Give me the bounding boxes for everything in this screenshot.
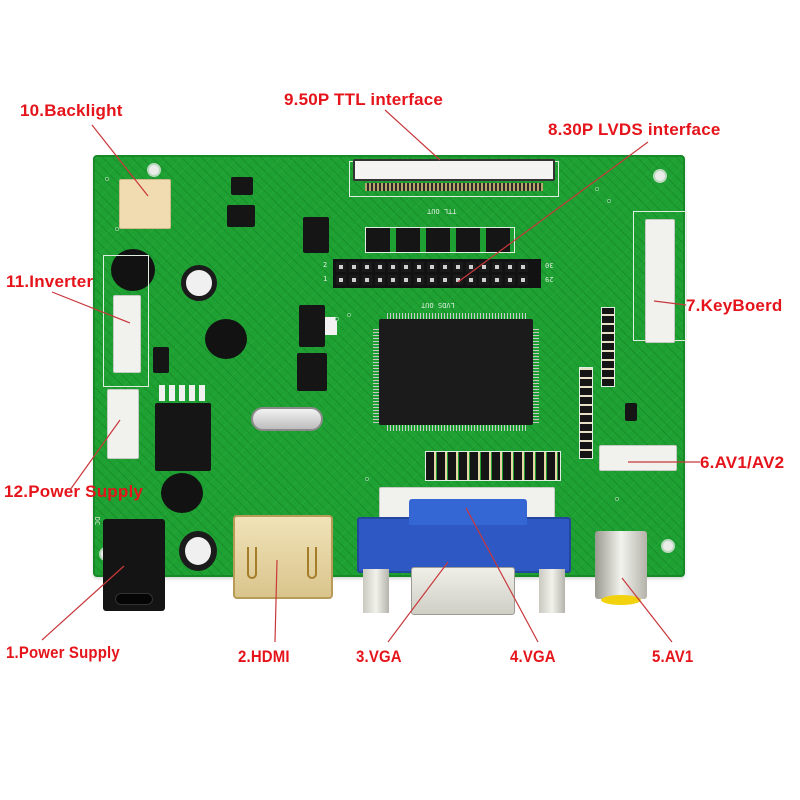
label-keyboard: 7.KeyBoerd [686,296,783,315]
via [335,317,339,321]
label-backlight: 10.Backlight [20,101,123,120]
silk-lvds-out: LVDS OUT [421,301,455,309]
main-scaler-ic [379,319,533,425]
label-av1: 5.AV1 [652,647,694,666]
silk-pin-2: 2 [323,261,328,269]
transistor-sot [625,403,637,421]
via [115,227,119,231]
ic-small-1 [227,205,255,227]
inductor-3 [161,473,203,513]
silk-pin-1: 1 [323,275,328,283]
regulator-pins [159,385,209,401]
electrolytic-capacitor-1 [181,265,217,301]
main-ic-pins-top [387,313,527,319]
hdmi-connector [233,515,333,599]
label-hdmi: 2.HDMI [238,647,290,666]
pcb-board: TTL OUT 30 29 2 1 LVDS OUT [93,155,687,615]
ic-soic-1 [303,217,329,253]
via [347,313,351,317]
resistor-rows-vga [425,451,561,481]
power-supply-connector [107,389,139,459]
silk-dc-mark: DC [93,516,102,526]
vga-metal-shell [411,567,515,615]
resistor-column-1 [579,367,593,459]
crystal-oscillator [251,407,323,431]
main-ic-pins-left [373,327,379,423]
electrolytic-capacitor-2 [179,531,217,571]
mounting-hole-top-right [653,169,667,183]
resistor-array-row [365,227,515,253]
hdmi-slot-left [247,547,257,579]
ttl-50p-connector [353,159,555,181]
vga-dsub-top [409,499,527,525]
vga-screw-left [363,569,389,613]
via [607,199,611,203]
rca-jack-yellow-ring [601,595,641,605]
via [595,187,599,191]
av1-av2-connector [599,445,677,471]
lvds-30p-header [333,259,541,288]
label-power-supply-12: 12.Power Supply [4,482,144,501]
resistor-column-2 [601,307,615,387]
main-ic-pins-right [533,327,539,423]
inductor-2 [205,319,247,359]
regulator-ic [155,403,211,471]
inverter-connector [113,295,141,373]
backlight-connector [119,179,171,229]
hdmi-slot-right [307,547,317,579]
ic-small-2 [231,177,253,195]
label-power-supply-1: 1.Power Supply [6,643,120,662]
main-ic-pins-bottom [387,425,527,431]
label-lvds-interface: 8.30P LVDS interface [548,120,721,139]
ic-soic-2 [297,353,327,391]
silk-ttl-out: TTL OUT [427,207,457,215]
inductor-1 [111,249,155,291]
label-vga-4: 4.VGA [510,647,556,666]
label-av1-av2: 6.AV1/AV2 [700,453,785,472]
ttl-connector-pins [365,183,543,191]
via [615,497,619,501]
keyboard-connector [645,219,675,343]
vga-dsub-connector [357,517,571,573]
via [365,477,369,481]
label-vga-3: 3.VGA [356,647,402,666]
dc-jack-opening [115,593,153,605]
diode-sm [153,347,169,373]
label-ttl-interface: 9.50P TTL interface [284,90,444,109]
ldo-regulator [299,305,325,347]
mounting-hole-bottom-right [661,539,675,553]
silk-pin-29: 29 [545,275,554,283]
ldo-tab [325,317,337,335]
label-inverter: 11.Inverter [6,272,94,291]
mounting-hole-top-left [147,163,161,177]
silk-pin-30: 30 [545,261,554,269]
via [105,177,109,181]
vga-screw-right [539,569,565,613]
leader-ttl [384,109,441,161]
rca-jack-body [595,531,647,599]
